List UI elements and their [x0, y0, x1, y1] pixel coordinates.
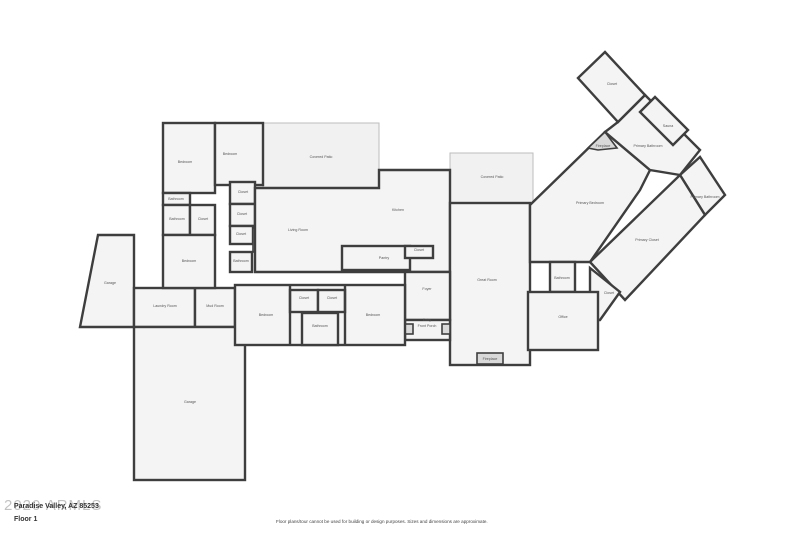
bedroom-northwest [161, 121, 217, 195]
label-garage-main: Garage [184, 400, 196, 404]
label-laundry-room: Laundry Room [153, 304, 177, 308]
label-bathroom-small: Bathroom [168, 197, 184, 201]
label-fireplace-great: Fireplace [483, 357, 498, 361]
disclaimer: Floor plans/tour cannot be used for buil… [276, 519, 488, 524]
label-bathroom-west: Bathroom [169, 217, 185, 221]
label-closet-c: Closet [236, 232, 246, 236]
label-closet-west: Closet [198, 217, 208, 221]
address: Paradise Valley, AZ 85253 [14, 503, 99, 510]
sauna [638, 95, 690, 147]
label-fireplace-primary: Fireplace [596, 144, 611, 148]
label-closet-pantry: Closet [414, 248, 424, 252]
mud-room [193, 286, 237, 329]
label-front-porch: Front Porch [418, 324, 437, 328]
label-primary-closet: Primary Closet [635, 238, 659, 242]
column-left-icon [404, 323, 414, 335]
label-covered-patio-east: Covered Patio [481, 175, 504, 179]
label-primary-bedroom: Primary Bedroom [576, 201, 604, 205]
label-closet-south-1: Closet [299, 296, 309, 300]
closet-south-2 [316, 288, 347, 314]
label-garage-side: Garage [104, 281, 116, 285]
pantry [340, 244, 412, 272]
label-bathroom-south: Bathroom [312, 324, 328, 328]
covered-patio-east [449, 152, 534, 204]
floor-label: Floor 1 [14, 516, 38, 523]
label-bathroom-office: Bathroom [554, 276, 570, 280]
label-closet-a: Closet [238, 190, 248, 194]
column-right-icon [441, 323, 451, 335]
label-bedroom-southeast: Bedroom [366, 313, 381, 317]
label-primary-bathroom: Primary Bathroom [634, 144, 663, 148]
label-primary-bathroom-2: Primary Bathroom [691, 195, 720, 199]
label-covered-patio-west: Covered Patio [310, 155, 333, 159]
foyer [403, 270, 452, 322]
label-bedroom-northwest: Bedroom [178, 160, 193, 164]
label-closet-b: Closet [237, 212, 247, 216]
bathroom-office [548, 260, 577, 294]
label-bathroom-center: Bathroom [233, 259, 249, 263]
label-mud-room: Mud Room [206, 304, 224, 308]
label-foyer: Foyer [422, 287, 432, 291]
label-bedroom-west: Bedroom [182, 259, 197, 263]
label-entry: Entry [423, 318, 432, 322]
great-room [448, 201, 532, 367]
closet-west [188, 203, 217, 237]
watermark: 2020 ARMLS [4, 497, 103, 514]
label-closet-south-2: Closet [327, 296, 337, 300]
bedroom-west [161, 233, 217, 290]
covered-patio-west [262, 122, 380, 189]
bathroom-west [161, 203, 192, 237]
office [526, 290, 600, 352]
closet-pantry [403, 244, 435, 260]
label-living-room: Living Room [288, 228, 308, 232]
label-pantry: Pantry [379, 256, 390, 260]
bedroom-north [213, 121, 265, 187]
label-great-room: Great Room [477, 278, 497, 282]
label-closet-primary-top: Closet [607, 82, 617, 86]
bathroom-south [300, 311, 340, 347]
closet-south-1 [288, 288, 320, 314]
closet-primary-top [576, 50, 647, 124]
label-kitchen: Kitchen [392, 208, 404, 212]
garage-main [132, 325, 247, 482]
label-office: Office [558, 315, 567, 319]
label-closet-office: Closet [604, 291, 614, 295]
fireplace-primary-icon [586, 130, 619, 151]
fireplace-great-icon [476, 352, 504, 365]
bathroom-center [228, 250, 254, 274]
label-bedroom-southwest: Bedroom [259, 313, 274, 317]
label-sauna: Sauna [663, 124, 673, 128]
label-bedroom-north: Bedroom [223, 152, 238, 156]
